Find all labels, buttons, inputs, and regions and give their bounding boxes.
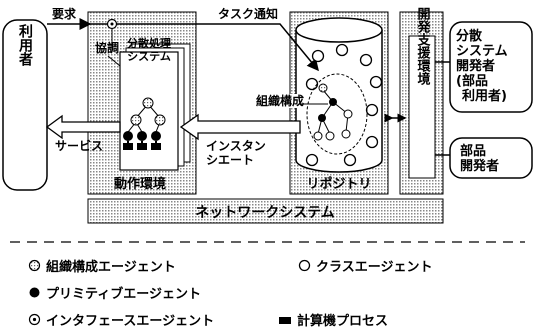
legend-org-agent-text: 組織構成エージェント (46, 260, 176, 275)
dist-proc-line2: システム (127, 50, 171, 63)
task-notice-label: タスク通知 (218, 6, 278, 21)
legend-primitive-agent-text: プリミティブエージェント (46, 287, 201, 302)
legend-item-primitive-agent: プリミティブエージェント (28, 283, 201, 302)
primitive-agent-icon (29, 287, 40, 298)
legend-item-interface-agent: インタフェースエージェント (28, 310, 214, 329)
instantiate-line1: インスタン (206, 139, 266, 153)
legend-interface-agent-text: インタフェースエージェント (46, 314, 215, 329)
dist-dev-line5: 利用者) (462, 88, 507, 104)
org-config-region (306, 73, 368, 155)
dev-support-label: 開発支援環境 (415, 7, 432, 86)
user-box (2, 19, 48, 191)
dist-dev-box (449, 21, 533, 113)
instantiate-line2: シエート (206, 153, 254, 167)
dist-proc-line1: 分散処理 (127, 36, 171, 50)
repository-label: リポジトリ (306, 176, 371, 192)
dist-dev-line2: システム (456, 44, 508, 59)
request-label: 要求 (52, 6, 77, 21)
parts-dev-line2: 開発者 (460, 158, 499, 174)
service-label: サービス (55, 138, 103, 153)
legend-computer-process-text: 計算機プロセス (297, 314, 389, 329)
dist-sheet-front (119, 51, 179, 171)
parts-dev-line1: 部品 (460, 143, 486, 159)
dist-dev-line4: (部品 (456, 73, 488, 89)
runtime-env-label: 動作環境 (114, 176, 166, 192)
user-label: 利用者 (17, 23, 33, 66)
repository-org-tree (313, 83, 353, 141)
task-notice-arrow (116, 23, 319, 72)
class-agent-icon (298, 259, 311, 272)
computer-process-icon (279, 316, 291, 324)
dist-dev-line3: 開発者 (456, 58, 495, 74)
interface-agent-icon (28, 313, 41, 326)
repository-class-agents (305, 43, 383, 167)
org-config-label: 組織構成 (256, 93, 304, 108)
dist-dev-line1: 分散 (456, 28, 483, 44)
network-system-bar (87, 198, 444, 224)
org-agent-icon (28, 259, 41, 272)
instantiate-arrow (179, 113, 301, 141)
dev-support-box (408, 35, 436, 179)
legend-class-agent-text: クラスエージェント (316, 260, 433, 275)
cooperation-label: 協調 (95, 40, 119, 55)
parts-dev-box (449, 137, 533, 179)
runtime-agent-tree (123, 97, 166, 150)
legend-item-class-agent: クラスエージェント (298, 256, 432, 275)
network-label: ネットワークシステム (195, 205, 335, 221)
service-arrow (45, 114, 121, 140)
legend-item-computer-process: 計算機プロセス (278, 310, 388, 329)
legend-item-org-agent: 組織構成エージェント (28, 256, 176, 275)
